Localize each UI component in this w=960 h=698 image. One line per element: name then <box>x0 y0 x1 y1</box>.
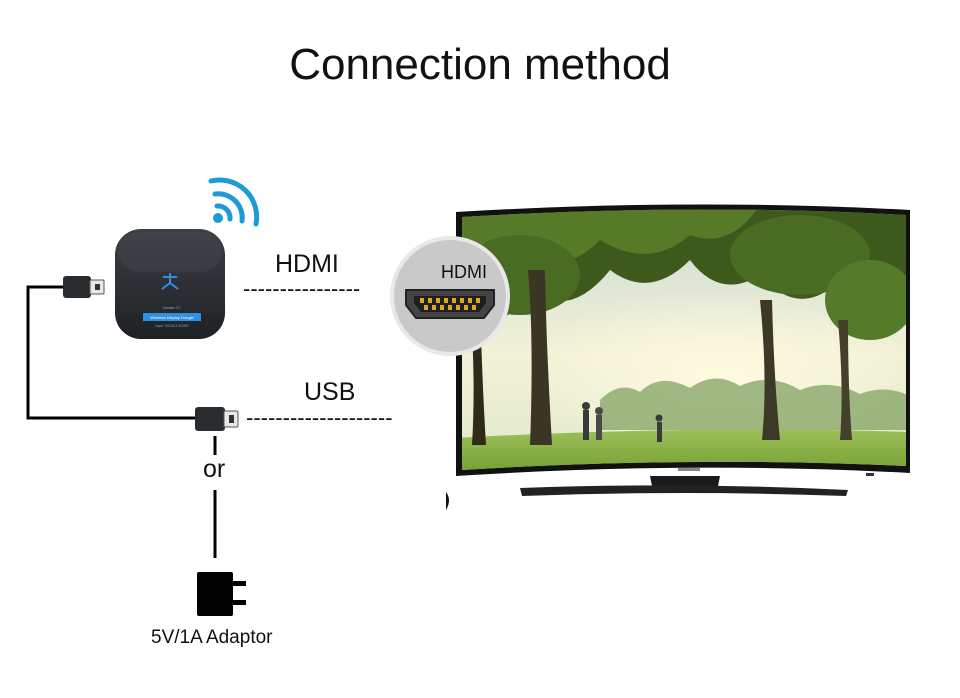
micro-usb-plug <box>63 276 105 298</box>
hdmi-dashed-line: ---------------- <box>243 276 361 301</box>
tv-screen <box>462 209 906 470</box>
dongle-model-text: Model G7 <box>163 305 181 310</box>
adaptor-label: 5V/1A Adaptor <box>151 627 273 648</box>
dongle-logo-icon <box>161 273 179 290</box>
or-label: or <box>203 455 226 483</box>
tv-edge-mark <box>446 492 449 510</box>
wireless-display-dongle: Model G7 Wireless Display Dongle Input: … <box>115 229 225 339</box>
usb-cable <box>26 285 217 455</box>
dongle-product-text: Wireless Display Dongle <box>150 315 194 320</box>
dongle-specs-text: Input: 5V/1A 2.4G/5G <box>155 324 189 328</box>
usb-label: USB <box>304 378 356 406</box>
curved-tv <box>456 204 910 496</box>
usb-plug <box>195 407 239 431</box>
hdmi-port-icon <box>405 289 495 319</box>
page-title: Connection method <box>289 40 671 89</box>
usb-dashed-line: -------------------- <box>246 405 393 430</box>
hdmi-port-label: HDMI <box>441 262 487 282</box>
hdmi-port-badge <box>390 236 510 356</box>
wifi-icon <box>208 177 260 227</box>
power-adaptor-icon <box>197 572 246 616</box>
hdmi-label: HDMI <box>275 250 339 278</box>
